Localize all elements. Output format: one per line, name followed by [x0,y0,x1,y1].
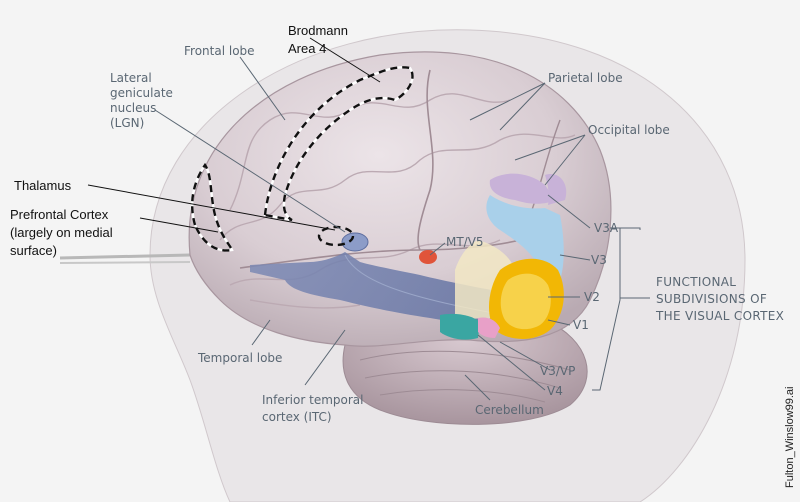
v1-label: V1 [573,318,589,332]
credit-text: Fulton_Winslow99.ai [784,387,796,489]
v3a-area [489,173,555,204]
cerebellum-label: Cerebellum [475,403,544,417]
functional-label-line1: FUNCTIONAL [656,275,736,289]
v3-area [486,195,564,280]
temporal-lobe-label: Temporal lobe [197,351,282,365]
itc-label-line1: Inferior temporal [262,393,363,407]
prefrontal-label-line2: (largely on medial [10,225,113,240]
parietal-lobe-label: Parietal lobe [548,71,623,85]
occipital-lobe-label: Occipital lobe [588,123,670,137]
prefrontal-label-line3: surface) [10,243,57,258]
v4-area [440,313,480,340]
v2-label: V2 [584,290,600,304]
brodmann-area-4-outline [263,66,414,222]
functional-label-line2: SUBDIVISIONS OF [656,292,767,306]
visual-cortex-areas [419,173,567,340]
brodmann-label-line1: Brodmann [288,23,348,38]
v3vp-label: V3/VP [540,364,575,378]
functional-label-line3: THE VISUAL CORTEX [655,309,784,323]
mt-v5-label: MT/V5 [446,235,484,249]
itc-label-line2: cortex (ITC) [262,410,332,424]
brodmann-label-line2: Area 4 [288,41,326,56]
v4-label: V4 [547,384,563,398]
v3-label: V3 [591,253,607,267]
lgn-label-line4: (LGN) [110,116,144,130]
v3a-label: V3A [594,221,619,235]
frontal-lobe-label: Frontal lobe [184,44,255,58]
prefrontal-cortex-outline [191,162,234,252]
prefrontal-label-line1: Prefrontal Cortex [10,207,109,222]
lgn-label-line3: nucleus [110,101,156,115]
lgn-label-line1: Lateral [110,71,152,85]
v2-area [500,273,551,330]
thalamus-label: Thalamus [14,178,72,193]
leader-lines [87,37,650,401]
lgn-label-line2: geniculate [110,86,173,100]
thalamus-outline [317,225,355,247]
